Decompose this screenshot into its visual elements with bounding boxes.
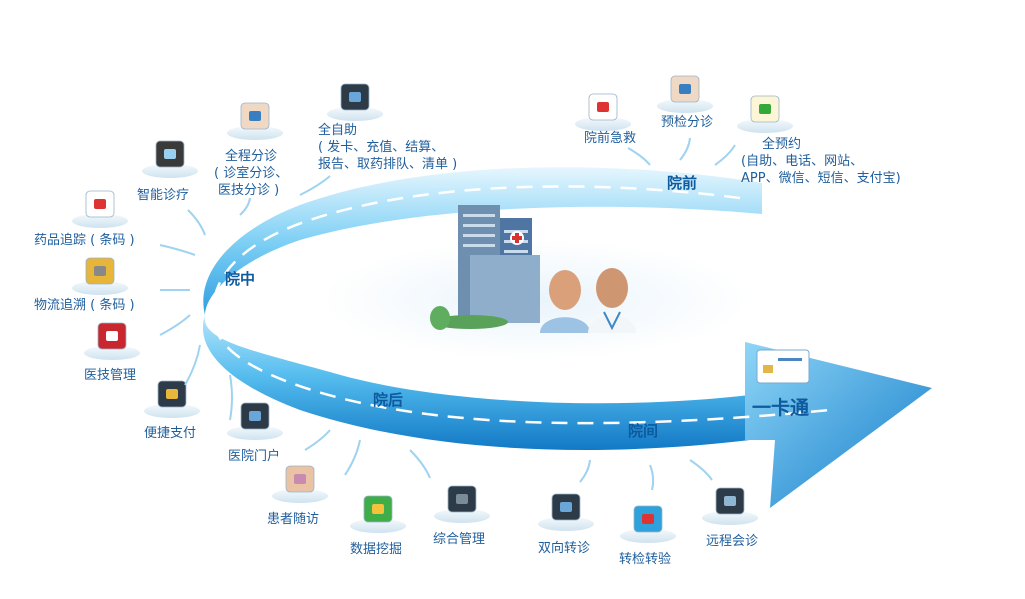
patient-woman-icon <box>272 465 328 503</box>
pointer-arrow-11 <box>304 429 331 451</box>
label-self-service-line2: 报告、取药排队、清单 ) <box>318 157 458 172</box>
pointer-arrow-13 <box>409 449 431 479</box>
arrow-upper-band <box>203 167 763 315</box>
phase-pre-hospital: 院前 <box>667 174 698 192</box>
label-booking-title: 全预约 <box>762 137 802 152</box>
truck-icon <box>72 257 128 295</box>
medical-kit-icon <box>84 322 140 360</box>
label-smart-diagnosis: 智能诊疗 <box>137 188 190 203</box>
monitor-dollar-icon <box>144 380 200 418</box>
arrow-lower-band <box>202 315 750 450</box>
pointer-arrow-8 <box>159 314 191 336</box>
pointer-arrow-1 <box>679 137 691 161</box>
label-full-triage-line2: 医技分诊 ) <box>218 183 280 198</box>
pointer-arrow-9 <box>184 344 201 386</box>
card-icon <box>756 349 810 384</box>
label-followup: 患者随访 <box>267 512 320 527</box>
label-referral: 双向转诊 <box>538 541 591 556</box>
pointer-arrow-3 <box>299 175 331 196</box>
label-logistics-tracing: 物流追溯 ( 条码 ) <box>34 298 135 313</box>
monitor-gear-icon <box>434 485 490 523</box>
phase-one-card: 一卡通 <box>752 397 810 419</box>
label-self-service-title: 全自助 <box>318 123 358 138</box>
label-emergency: 院前急救 <box>584 131 637 146</box>
label-exam-referral: 转检转验 <box>619 552 672 567</box>
kiosk-icon <box>327 83 383 121</box>
ambulance-icon <box>575 93 631 131</box>
label-full-triage-title: 全程分诊 <box>225 149 278 164</box>
medicine-bottle-icon <box>72 190 128 228</box>
flow-arrow <box>202 167 932 508</box>
label-payment: 便捷支付 <box>144 426 197 441</box>
pointer-arrow-14 <box>579 459 591 483</box>
nurse-phone-icon <box>227 102 283 140</box>
phase-inter-hospital: 院间 <box>628 422 659 440</box>
label-integrated-mgmt: 综合管理 <box>433 532 486 547</box>
ct-scan-icon <box>702 487 758 525</box>
pointer-arrow-16 <box>689 459 713 481</box>
label-booking-line1: (自助、电话、网站、 <box>741 154 864 169</box>
pie-chart-icon <box>350 495 406 533</box>
two-computers-icon <box>538 493 594 531</box>
label-full-triage-line1: ( 诊室分诊、 <box>214 166 289 181</box>
pointer-arrow-10 <box>229 374 233 421</box>
upper-dash <box>212 185 741 301</box>
pointer-arrow-0 <box>627 147 651 166</box>
label-medtech-mgmt: 医技管理 <box>84 368 137 383</box>
calendar-check-icon <box>737 95 793 133</box>
pointer-arrow-2 <box>714 144 736 166</box>
label-self-service-line1: ( 发卡、充值、结算、 <box>318 140 445 155</box>
nurse-triage-icon <box>657 75 713 113</box>
pointer-arrow-15 <box>649 464 655 491</box>
stethoscope-phone-icon <box>142 140 198 178</box>
label-booking-line2: APP、微信、短信、支付宝) <box>741 171 901 186</box>
icon-platforms <box>72 75 793 543</box>
phase-post-hospital: 院后 <box>373 391 404 409</box>
pointer-arrow-6 <box>159 244 196 256</box>
label-triage: 预检分诊 <box>661 115 714 130</box>
pointer-arrows <box>159 137 736 491</box>
label-data-mining: 数据挖掘 <box>350 542 403 557</box>
label-teleconsult: 远程会诊 <box>706 534 759 549</box>
lower-dash <box>213 324 831 425</box>
label-portal: 医院门户 <box>228 449 281 464</box>
label-drug-tracking: 药品追踪 ( 条码 ) <box>34 233 135 248</box>
hospital-building-icon <box>430 205 540 330</box>
computer-icon <box>227 402 283 440</box>
pointer-arrow-4 <box>239 197 251 216</box>
patient-doctor-icon <box>540 268 636 333</box>
pointer-arrow-12 <box>344 439 361 476</box>
test-tubes-icon <box>620 505 676 543</box>
pointer-arrow-5 <box>187 209 206 236</box>
phase-in-hospital: 院中 <box>225 270 256 288</box>
